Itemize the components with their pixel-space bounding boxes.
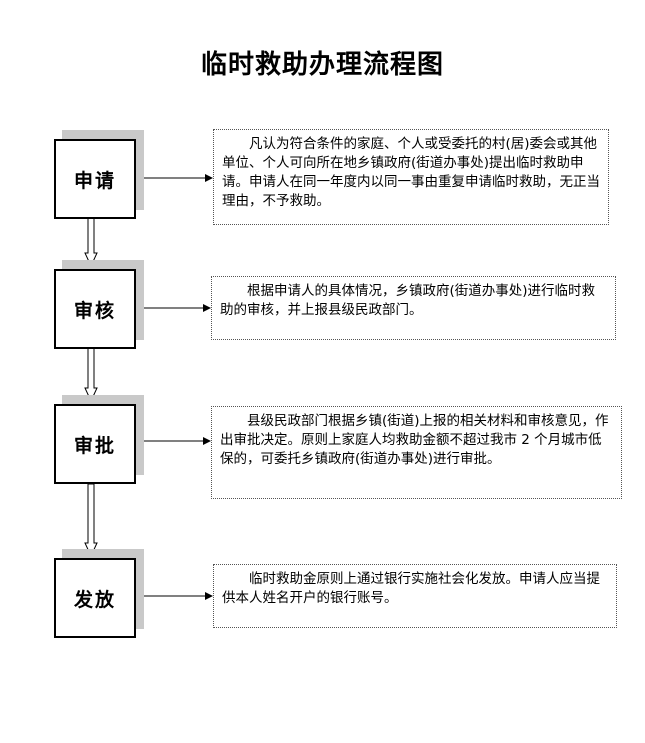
step-apply-label: 申请 — [54, 139, 136, 219]
step-disburse-label: 发放 — [54, 558, 136, 638]
step-disburse-description: 临时救助金原则上通过银行实施社会化发放。申请人应当提供本人姓名开户的银行账号。 — [213, 564, 617, 628]
step-review-label: 审核 — [54, 269, 136, 349]
step-review: 审核 — [54, 260, 144, 349]
step-review-description: 根据申请人的具体情况，乡镇政府(街道办事处)进行临时救助的审核，并上报县级民政部… — [211, 276, 616, 340]
down-arrow-1 — [84, 217, 98, 268]
step-approve-label: 审批 — [54, 404, 136, 484]
step-approve: 审批 — [54, 395, 144, 484]
down-arrow-2 — [84, 347, 98, 403]
step-apply: 申请 — [54, 130, 144, 219]
step-disburse: 发放 — [54, 549, 144, 638]
step-approve-description: 县级民政部门根据乡镇(街道)上报的相关材料和审核意见，作出审批决定。原则上家庭人… — [211, 406, 622, 499]
down-arrow-3 — [84, 483, 98, 558]
page-title: 临时救助办理流程图 — [200, 50, 444, 80]
step-apply-description: 凡认为符合条件的家庭、个人或受委托的村(居)委会或其他单位、个人可向所在地乡镇政… — [213, 129, 609, 225]
